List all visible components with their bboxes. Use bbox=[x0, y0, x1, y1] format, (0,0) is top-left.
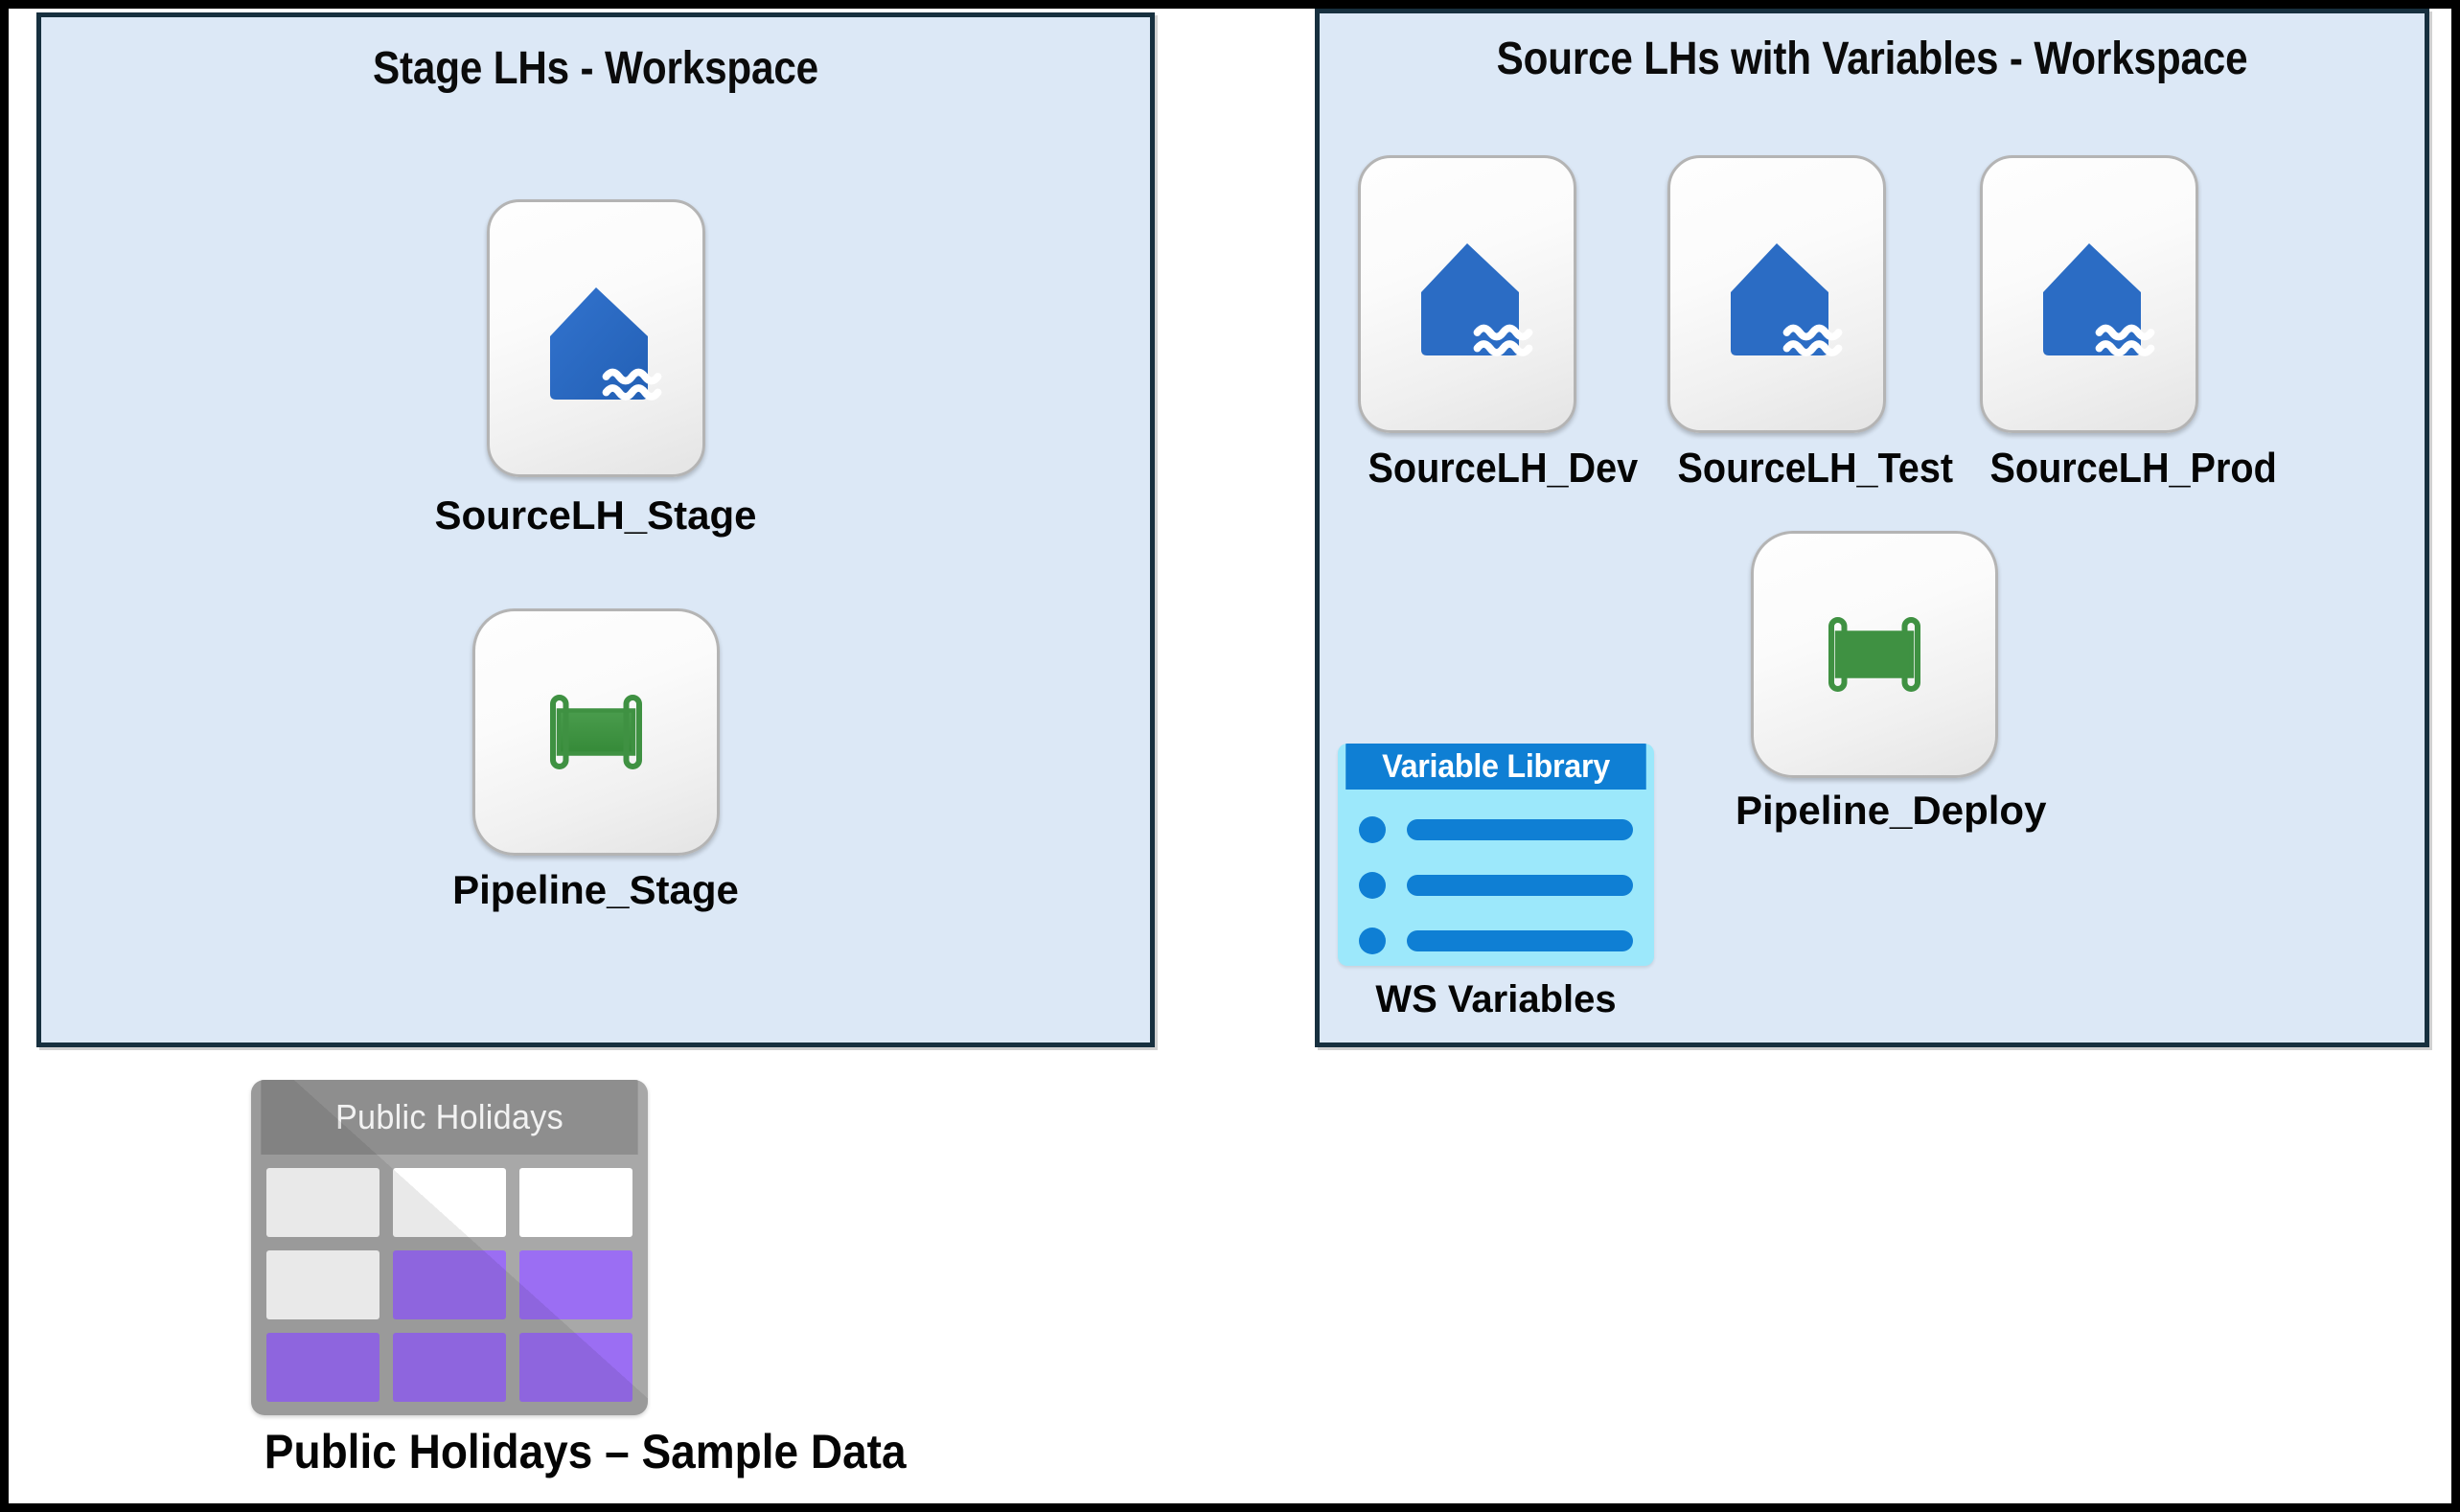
item-label: Public Holidays – Sample Data bbox=[264, 1425, 907, 1478]
item-label: Pipeline_Deploy bbox=[1736, 788, 2047, 833]
lakehouse-tile[interactable] bbox=[486, 199, 705, 477]
panel-title-stage: Stage LHs - Workspace bbox=[372, 43, 818, 94]
bar-placeholder bbox=[1407, 819, 1633, 840]
table-cell bbox=[519, 1168, 632, 1237]
item-sourcelh-dev[interactable]: SourceLH_Dev bbox=[1357, 155, 1639, 492]
variable-library-rows bbox=[1338, 790, 1654, 954]
pipeline-tile[interactable] bbox=[1751, 531, 1998, 778]
variable-library-icon[interactable]: Variable Library bbox=[1338, 744, 1654, 966]
item-label: SourceLH_Test bbox=[1677, 445, 1954, 492]
table-grid bbox=[266, 1168, 632, 1402]
lakehouse-tile[interactable] bbox=[1980, 155, 2198, 433]
item-label: SourceLH_Prod bbox=[1989, 445, 2277, 492]
table-cell bbox=[393, 1168, 506, 1237]
bar-placeholder bbox=[1407, 930, 1633, 951]
pipeline-icon bbox=[1803, 583, 1946, 726]
lakehouse-icon bbox=[1395, 216, 1539, 373]
item-sourcelh-stage[interactable]: SourceLH_Stage bbox=[41, 199, 1150, 537]
item-label: Pipeline_Stage bbox=[452, 867, 739, 912]
workspace-panel-source: Source LHs with Variables - Workspace So… bbox=[1315, 9, 2429, 1047]
table-cell bbox=[393, 1333, 506, 1402]
list-item bbox=[1359, 928, 1633, 954]
item-label: SourceLH_Dev bbox=[1368, 445, 1639, 492]
item-label: WS Variables bbox=[1375, 978, 1617, 1020]
bar-placeholder bbox=[1407, 875, 1633, 896]
pipeline-tile[interactable] bbox=[471, 608, 720, 856]
list-item bbox=[1359, 872, 1633, 899]
list-item bbox=[1359, 816, 1633, 843]
table-cell bbox=[266, 1250, 379, 1319]
pipeline-icon bbox=[524, 660, 668, 804]
lakehouse-tile[interactable] bbox=[1358, 155, 1576, 433]
item-public-holidays[interactable]: Public Holidays Public Holidays – Sample… bbox=[248, 1080, 907, 1478]
lakehouse-icon bbox=[2017, 216, 2161, 373]
item-pipeline-stage[interactable]: Pipeline_Stage bbox=[41, 608, 1150, 911]
table-icon[interactable]: Public Holidays bbox=[251, 1080, 648, 1415]
item-pipeline-deploy[interactable]: Pipeline_Deploy bbox=[1736, 531, 2047, 833]
table-card-title: Public Holidays bbox=[261, 1080, 638, 1155]
table-cell bbox=[519, 1333, 632, 1402]
panel-title-source: Source LHs with Variables - Workspace bbox=[1496, 34, 2248, 84]
diagram-canvas: Stage LHs - Workspace bbox=[9, 9, 2451, 1503]
lakehouse-tile[interactable] bbox=[1667, 155, 1886, 433]
item-sourcelh-prod[interactable]: SourceLH_Prod bbox=[1979, 155, 2277, 492]
table-cell bbox=[393, 1250, 506, 1319]
item-sourcelh-test[interactable]: SourceLH_Test bbox=[1667, 155, 1954, 492]
item-ws-variables[interactable]: Variable Library WS Varia bbox=[1338, 744, 1654, 1019]
workspace-panel-stage: Stage LHs - Workspace bbox=[36, 12, 1155, 1047]
lakehouse-icon bbox=[524, 260, 668, 417]
bullet-icon bbox=[1359, 928, 1386, 954]
table-cell bbox=[266, 1333, 379, 1402]
table-cell bbox=[519, 1250, 632, 1319]
variable-library-card-title: Variable Library bbox=[1345, 744, 1646, 790]
bullet-icon bbox=[1359, 872, 1386, 899]
item-label: SourceLH_Stage bbox=[434, 493, 757, 538]
lakehouse-icon bbox=[1705, 216, 1849, 373]
table-cell bbox=[266, 1168, 379, 1237]
bullet-icon bbox=[1359, 816, 1386, 843]
